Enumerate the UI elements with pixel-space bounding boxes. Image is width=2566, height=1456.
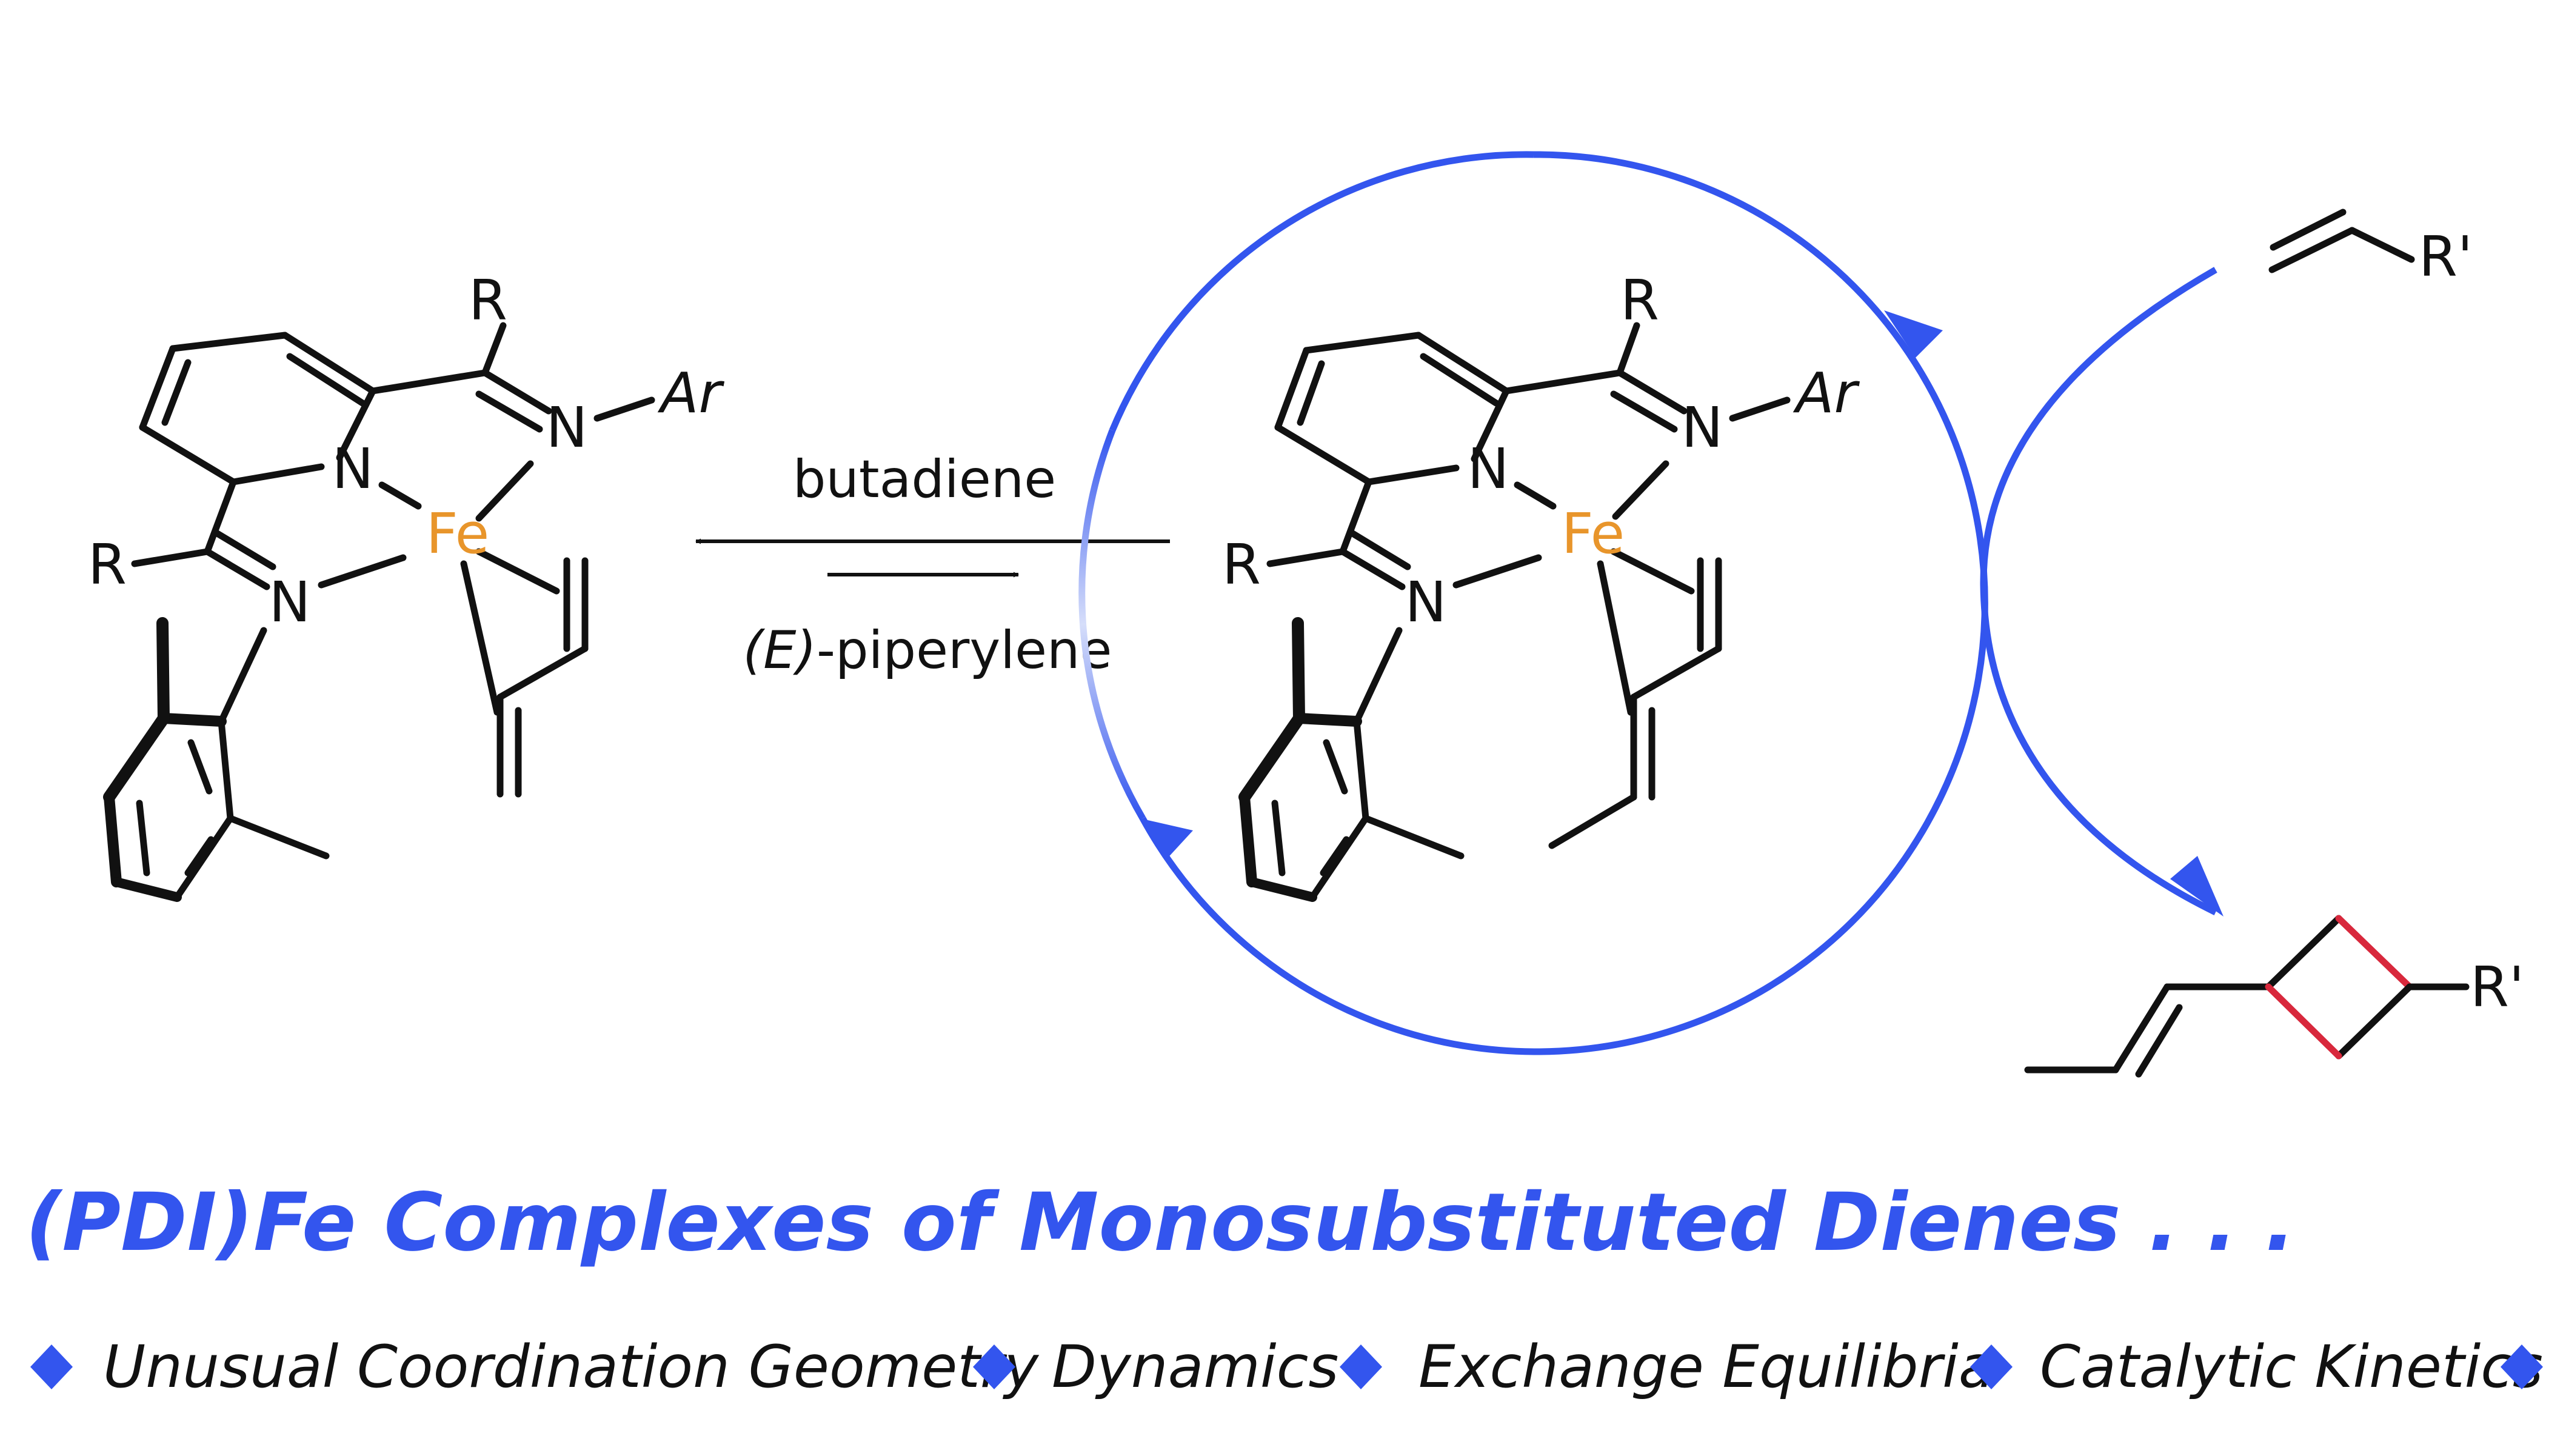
complex-left-r-left: R [88, 532, 127, 597]
equilibrium-arrows: butadiene (E)-piperylene [695, 449, 1170, 681]
complex-left-r-top: R [469, 268, 507, 333]
cycle-arrowheads [1140, 310, 2224, 917]
cycle-arrowhead-top [1884, 310, 1943, 358]
diamond-bullet-icon [30, 1344, 73, 1389]
bullet-catalytic-kinetics: Catalytic Kinetics [2040, 1333, 2543, 1401]
complex-right-n-pyridine: N [1468, 436, 1509, 501]
cycle-arc-faded [1078, 429, 1146, 820]
product-r-prime: R' [2470, 955, 2524, 1020]
diamond-bullet-icon [1340, 1344, 1382, 1389]
complex-left [103, 322, 655, 902]
substrate-r-prime: R' [2419, 224, 2473, 289]
reagent-piperylene-stereo: (E) [743, 620, 817, 681]
bullet-coordination-geometry: Unusual Coordination Geometry [103, 1333, 1039, 1401]
bullet-exchange-equilibria: Exchange Equilibria [1418, 1333, 1994, 1401]
product-arrowhead [2170, 856, 2224, 917]
substrate-product-curve [1980, 267, 2217, 915]
reagent-piperylene-name: -piperylene [817, 620, 1112, 681]
complex-left-n-imine-left: N [269, 570, 311, 635]
complex-right-ar: Ar [1793, 361, 1860, 426]
complex-right-fe: Fe [1562, 501, 1625, 566]
substrate-alkene [2268, 209, 2415, 273]
catalytic-cycle [1078, 151, 2217, 1055]
cycle-arc-main [1140, 151, 1988, 1055]
complex-right-n-imine-left: N [1405, 570, 1447, 635]
complex-left-ar: Ar [658, 361, 725, 426]
reagent-piperylene: (E)-piperylene [743, 620, 1112, 681]
complex-right-r-top: R [1620, 268, 1659, 333]
reagent-butadiene: butadiene [793, 449, 1056, 510]
bullet-dynamics: Dynamics [1052, 1333, 1338, 1401]
complex-right-n-imine-right: N [1682, 395, 1723, 460]
complex-right [1238, 322, 1791, 902]
complex-left-n-imine-right: N [546, 395, 588, 460]
cycle-arrowhead-left [1140, 818, 1193, 861]
complex-left-n-pyridine: N [332, 436, 374, 501]
complex-left-fe: Fe [426, 501, 490, 566]
diamond-bullet-icon [973, 1344, 1015, 1389]
cycle-arc-top [1109, 151, 1534, 432]
complex-right-r-left: R [1222, 532, 1261, 597]
diamond-bullet-icon [1970, 1344, 2013, 1389]
complex-left-labels: R R N N N Ar Fe [88, 268, 725, 635]
product-cyclobutane [2024, 915, 2470, 1078]
page-title: (PDI)Fe Complexes of Monosubstituted Die… [25, 1176, 2296, 1269]
feature-bullets: Unusual Coordination Geometry Dynamics E… [30, 1333, 2543, 1401]
diamond-bullet-icon [2501, 1344, 2543, 1389]
complex-right-labels: R R N N N Ar Fe [1222, 268, 1860, 635]
